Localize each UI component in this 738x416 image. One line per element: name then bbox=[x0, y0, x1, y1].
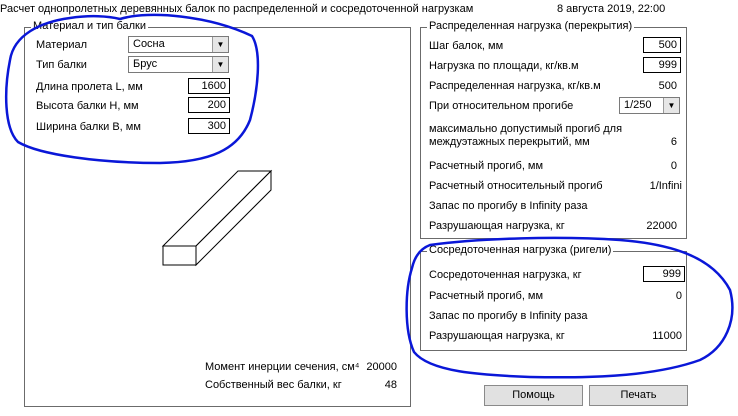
chevron-down-icon[interactable]: ▼ bbox=[212, 57, 228, 72]
distributed-load-group: Распределенная нагрузка (перекрытия) bbox=[420, 20, 687, 239]
help-button[interactable]: Помощь bbox=[484, 385, 583, 406]
beam-type-label: Тип балки bbox=[36, 59, 87, 71]
calc-deflection-value: 0 bbox=[670, 160, 677, 172]
inertia-value: 20000 bbox=[366, 361, 397, 373]
beam-illustration bbox=[161, 169, 273, 267]
area-load-label: Нагрузка по площади, кг/кв.м bbox=[429, 60, 579, 72]
date-label: 8 августа 2019, 22:00 bbox=[557, 3, 666, 15]
breaking-load-label: Разрушающая нагрузка, кг bbox=[429, 220, 565, 232]
span-length-label: Длина пролета L, мм bbox=[36, 81, 143, 93]
deflection-reserve-label: Запас по прогибу в Infinity раза bbox=[429, 200, 588, 212]
calc-deflection-label: Расчетный прогиб, мм bbox=[429, 160, 544, 172]
self-weight-label: Собственный вес балки, кг bbox=[205, 379, 342, 391]
calc-rel-deflection-label: Расчетный относительный прогиб bbox=[429, 180, 603, 192]
rel-deflection-label: При относительном прогибе bbox=[429, 100, 574, 112]
beam-width-label: Ширина балки B, мм bbox=[36, 121, 141, 133]
beam-width-field[interactable]: 300 bbox=[188, 118, 230, 134]
beam-height-label: Высота балки H, мм bbox=[36, 100, 139, 112]
print-button[interactable]: Печать bbox=[589, 385, 688, 406]
material-select-value: Сосна bbox=[133, 38, 165, 50]
window-title: Расчет однопролетных деревянных балок по… bbox=[0, 3, 474, 15]
distributed-load-value: 500 bbox=[658, 80, 677, 92]
concentrated-deflection-label: Расчетный прогиб, мм bbox=[429, 290, 544, 302]
max-deflection-value: 6 bbox=[670, 136, 677, 148]
chevron-down-icon[interactable]: ▼ bbox=[212, 37, 228, 52]
calc-rel-deflection-value: 1/Infini bbox=[649, 180, 682, 192]
concentrated-reserve-label: Запас по прогибу в Infinity раза bbox=[429, 310, 588, 322]
breaking-load-value: 22000 bbox=[646, 220, 677, 232]
concentrated-breaking-label: Разрушающая нагрузка, кг bbox=[429, 330, 565, 342]
rel-deflection-select-value: 1/250 bbox=[624, 99, 652, 111]
beam-step-field[interactable]: 500 bbox=[643, 37, 681, 53]
concentrated-deflection-value: 0 bbox=[675, 290, 682, 302]
rel-deflection-select[interactable]: 1/250 ▼ bbox=[619, 97, 680, 114]
beam-step-label: Шаг балок, мм bbox=[429, 40, 504, 52]
distributed-load-label: Распределенная нагрузка, кг/кв.м bbox=[429, 80, 601, 92]
concentrated-load-field[interactable]: 999 bbox=[643, 266, 685, 282]
concentrated-load-group-title: Сосредоточенная нагрузка (ригели) bbox=[427, 244, 614, 256]
span-length-field[interactable]: 1600 bbox=[188, 78, 230, 94]
material-group-title: Материал и тип балки bbox=[31, 20, 148, 32]
distributed-load-group-title: Распределенная нагрузка (перекрытия) bbox=[427, 20, 635, 32]
material-select[interactable]: Сосна ▼ bbox=[128, 36, 229, 53]
self-weight-value: 48 bbox=[384, 379, 397, 391]
concentrated-breaking-value: 11000 bbox=[652, 330, 682, 342]
max-deflection-label-1: максимально допустимый прогиб для bbox=[429, 123, 623, 135]
max-deflection-label-2: междуэтажных перекрытий, мм bbox=[429, 136, 590, 148]
beam-height-field[interactable]: 200 bbox=[188, 97, 230, 113]
area-load-field[interactable]: 999 bbox=[643, 57, 681, 73]
chevron-down-icon[interactable]: ▼ bbox=[663, 98, 679, 113]
beam-type-select-value: Брус bbox=[133, 58, 158, 70]
beam-type-select[interactable]: Брус ▼ bbox=[128, 56, 229, 73]
inertia-label: Момент инерции сечения, см⁴ bbox=[205, 361, 360, 373]
material-label: Материал bbox=[36, 39, 87, 51]
concentrated-load-label: Сосредоточенная нагрузка, кг bbox=[429, 269, 582, 281]
